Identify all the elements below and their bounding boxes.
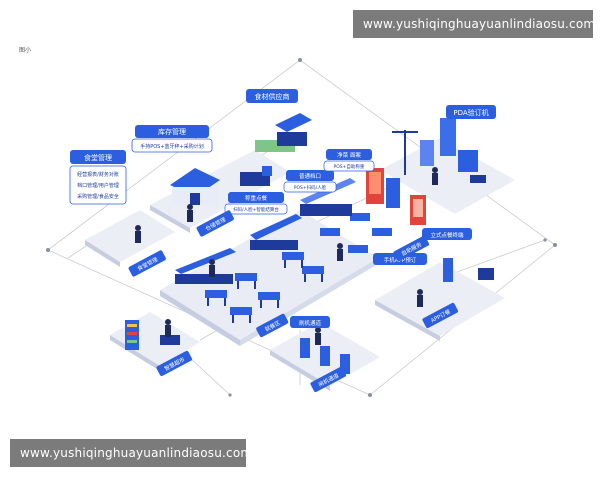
callout-vertical: 立式点餐终端 — [422, 228, 472, 240]
warehouse-platform — [150, 150, 290, 233]
app-platform — [375, 262, 505, 341]
callout-ordinary: 普通档口 POS+扫码/人脸 — [283, 170, 337, 193]
callout-canteen-line: 采购管理/食品安全 — [77, 193, 119, 200]
table-legs — [207, 260, 323, 323]
callout-face-title: 刷机通道 — [299, 319, 322, 327]
callout-canteen-title: 食堂管理 — [84, 153, 112, 162]
callout-clean: 净菜 面案 POS+自助称重 — [323, 149, 375, 172]
callout-ordinary-line: POS+扫码/人脸 — [294, 184, 327, 191]
gates — [300, 338, 350, 374]
callout-pda: PDA验订机 — [446, 105, 496, 119]
callout-supplier-title: 食材供应商 — [255, 92, 290, 101]
callout-inventory-line: 手持POS+蓝牙秤+采购计划 — [140, 143, 204, 150]
corner-logo: 图小 — [19, 47, 32, 54]
callout-inventory-title: 库存管理 — [158, 127, 186, 136]
callout-inventory: 库存管理 手持POS+蓝牙秤+采购计划 — [131, 125, 213, 153]
factory — [392, 118, 486, 183]
callout-weigh-title: 称重点餐 — [245, 194, 268, 202]
callout-weigh: 称重点餐 扫码/人脸+智能结算台 — [224, 192, 288, 215]
warehouse-building — [170, 113, 312, 205]
callout-pda-title: PDA验订机 — [453, 108, 488, 117]
kiosks — [366, 168, 494, 282]
watermark-top: www.yushiqinghuayuanlindiaosu.com — [353, 10, 595, 38]
callout-face: 刷机通道 — [290, 316, 330, 328]
watermark-bottom: www.yushiqinghuayuanlindiaosu.com — [10, 439, 252, 467]
callout-canteen-line: 档口管理/用户管理 — [77, 182, 119, 189]
callout-clean-title: 净菜 面案 — [337, 151, 361, 159]
callout-canteen: 食堂管理 经营报表/财务对账 档口管理/用户管理 采购管理/食品安全 — [69, 150, 127, 205]
callout-supplier: 食材供应商 — [246, 89, 298, 103]
people — [135, 167, 438, 345]
canteen-platform — [85, 210, 175, 267]
supermarket — [125, 320, 180, 350]
callout-vertical-title: 立式点餐终端 — [430, 231, 464, 239]
dining-tables — [205, 213, 392, 315]
callout-weigh-line: 扫码/人脸+智能结算台 — [233, 206, 279, 213]
callout-ordinary-title: 普通档口 — [299, 172, 321, 180]
callout-canteen-line: 经营报表/财务对账 — [77, 171, 119, 178]
pda-platform — [380, 138, 515, 214]
callout-clean-line: POS+自助称重 — [334, 163, 365, 170]
